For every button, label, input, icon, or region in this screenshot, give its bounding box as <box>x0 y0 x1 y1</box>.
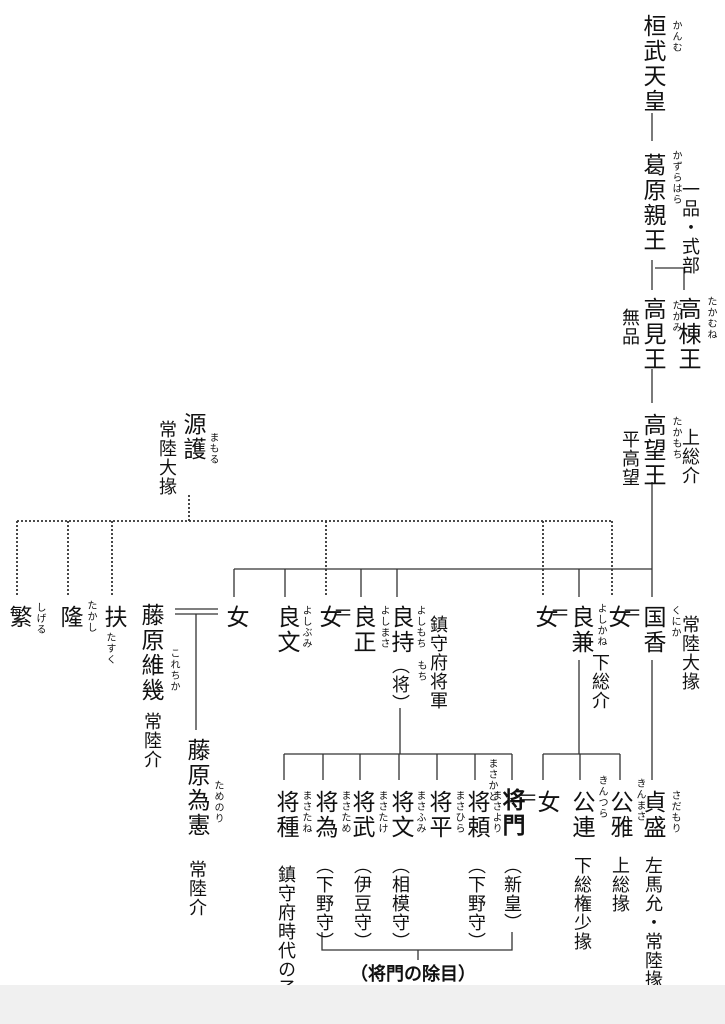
person-kazurahara: 葛原親王 <box>639 153 665 253</box>
ruby-yoshimochi: よしもち <box>414 605 425 649</box>
person-onna4: 女 <box>604 605 630 630</box>
title-masatake: （伊豆守） <box>351 856 372 951</box>
person-onna1: 女 <box>222 605 248 630</box>
ruby-kazurahara: かずらはら <box>670 150 681 205</box>
marriage-onna4: ＝ <box>622 601 642 625</box>
ruby-masayori: まさより <box>490 790 501 834</box>
person-masatake: 将武 <box>348 790 374 840</box>
title-kintsura: 下総権少掾 <box>571 856 592 951</box>
title-masatame: （下野守） <box>313 856 334 951</box>
ruby-masahira: まさひら <box>453 790 464 834</box>
title-takamochi-2: 平高望 <box>619 430 640 487</box>
ruby-masafumi: まさふみ <box>414 790 425 834</box>
person-tasuku: 扶 <box>100 605 126 630</box>
ruby-kunika: くにか <box>669 605 680 638</box>
person-mamoru: 源護 <box>179 412 205 462</box>
ruby-tamenori: ためのり <box>212 780 223 824</box>
person-takashi: 隆 <box>56 605 82 630</box>
ruby-yoshikane: よしかね <box>595 603 606 647</box>
ruby-kinmasa: きんまさ <box>634 778 645 822</box>
ruby-masatake: まさたけ <box>376 790 387 834</box>
bottom-bar <box>0 985 725 1024</box>
title-takami: 無品 <box>619 308 640 346</box>
person-kinmasa: 公雅 <box>606 790 632 840</box>
ruby-shigeru: しげる <box>34 602 45 635</box>
ruby-takamune: たかむね <box>705 296 716 340</box>
caption-masakado-jimoku: （将門の除目） <box>350 964 476 985</box>
ruby-masatane: まさたね <box>300 790 311 834</box>
person-kintsura: 公連 <box>568 790 594 840</box>
person-yoshibumi: 良文 <box>273 605 299 655</box>
person-takamune: 高棟王 <box>674 297 700 372</box>
person-yoshikane: 良兼 <box>567 605 593 655</box>
person-masakado: 将門 <box>498 788 525 838</box>
ruby-masakado: まさかど <box>486 758 497 802</box>
person-kanmu: 桓武天皇 <box>639 14 665 114</box>
title-tamenori: 常陸介 <box>186 860 207 917</box>
person-onna5: 女 <box>533 790 559 815</box>
person-onna2: 女 <box>315 605 341 630</box>
ruby-yoshibumi: よしぶみ <box>300 605 311 649</box>
person-masatane: 将種 <box>272 790 298 840</box>
ruby-takashi: たかし <box>85 600 96 633</box>
person-masayori: 将頼 <box>463 790 489 840</box>
ruby-tasuku: たすく <box>104 632 115 665</box>
person-kunika: 国香 <box>639 605 665 655</box>
ruby-koreyasu: これちか <box>168 648 179 692</box>
ruby-yoshimochi-alt: もち <box>415 660 426 682</box>
ruby-kanmu: かんむ <box>670 20 681 53</box>
person-masafumi: 将文 <box>387 790 413 840</box>
title-masayori: （下野守） <box>465 856 486 951</box>
person-yoshimasa: 良正 <box>349 605 375 655</box>
title-kunika: 常陸大掾 <box>679 615 700 691</box>
title-masakado: （新皇） <box>501 856 522 932</box>
title-mamoru: 常陸大掾 <box>156 420 177 496</box>
ruby-kintsura: きんつら <box>596 775 607 819</box>
ruby-mamoru: まもる <box>207 432 218 465</box>
title-yoshimochi: 鎮守府将軍 <box>427 615 448 710</box>
title-yoshikane: 下総介 <box>589 653 610 710</box>
ruby-takami: たかみ <box>670 300 681 333</box>
ruby-sadamori: さだもり <box>669 790 680 834</box>
ruby-takamochi: たかもち <box>670 416 681 460</box>
person-shigeru: 繁 <box>5 605 31 630</box>
person-masatame: 将為 <box>311 790 337 840</box>
ruby-yoshimasa: よしまさ <box>378 605 389 649</box>
title-sadamori: 左馬允・常陸掾 <box>642 856 663 989</box>
person-takamochi: 高望王 <box>639 413 665 488</box>
title-masatane: 鎮守府時代の子 <box>275 865 296 998</box>
marriage-onna3: ＝ <box>550 601 570 625</box>
person-yoshimochi: 良持 <box>387 605 413 655</box>
title-kazurahara: 一品・式部 <box>679 180 700 275</box>
person-onna3: 女 <box>531 605 557 630</box>
ruby-masatame: まさため <box>339 790 350 834</box>
title-kinmasa: 上総掾 <box>609 856 630 913</box>
marriage-masakado: ＝ <box>518 786 538 810</box>
person-sadamori: 貞盛 <box>639 790 665 840</box>
person-tamenori: 藤原為憲 <box>183 738 209 838</box>
person-koreyasu: 藤原維幾 <box>137 603 163 703</box>
marriage-onna2: ＝ <box>333 601 353 625</box>
alt-yoshimochi: （将） <box>389 656 410 713</box>
title-takamochi: 上総介 <box>679 428 700 485</box>
title-koreyasu: 常陸介 <box>141 712 162 769</box>
mamoru-children-dotted <box>16 495 613 597</box>
title-masafumi: （相模守） <box>389 856 410 951</box>
person-takami: 高見王 <box>639 297 665 372</box>
person-masahira: 将平 <box>425 790 451 840</box>
